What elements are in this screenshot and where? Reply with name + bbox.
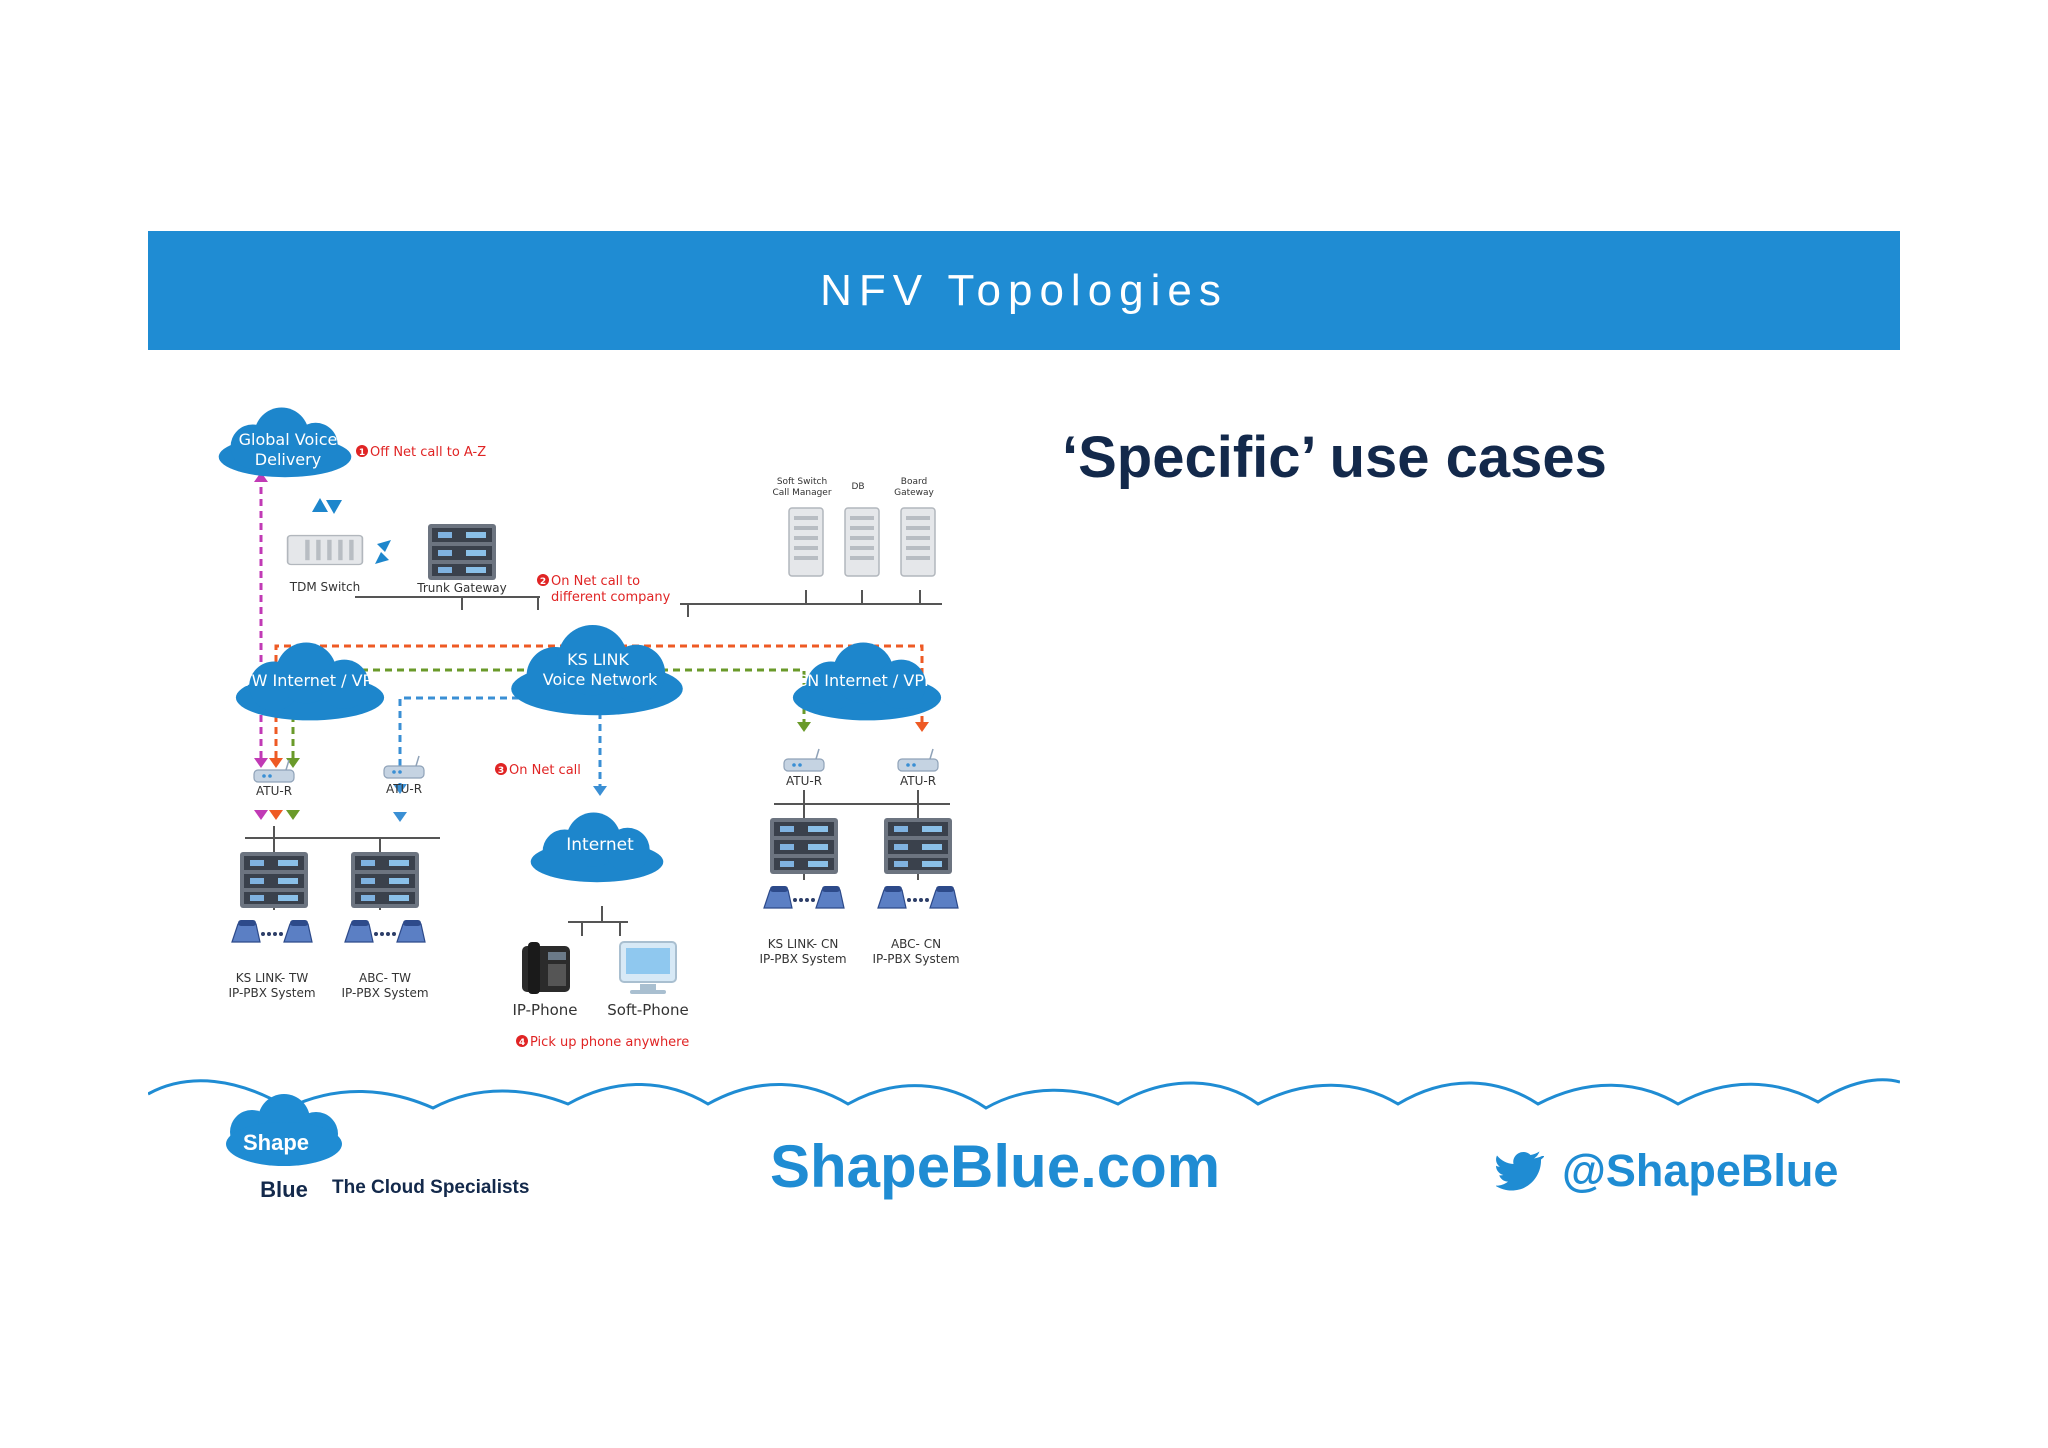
cn-cloud: CN Internet / VPN — [792, 642, 942, 721]
shapeblue-logo: Shape Blue — [226, 1094, 342, 1202]
svg-text:ATU-R: ATU-R — [386, 782, 422, 796]
on-net-diff-note-label-2: different company — [551, 590, 671, 605]
pbx-server-abc-tw — [351, 852, 419, 908]
ks-link-cloud: KS LINK Voice Network — [511, 625, 683, 716]
internet-path — [398, 696, 540, 790]
svg-text:4: 4 — [519, 1038, 525, 1048]
svg-text:ATU-R: ATU-R — [900, 774, 936, 788]
ks-link-tw-label-2: IP-PBX System — [228, 986, 315, 1000]
pbx-server-abc-cn — [884, 818, 952, 874]
atu-r-cn-1: ATU-R — [783, 748, 825, 788]
exchange-arrows — [312, 498, 391, 564]
website-link[interactable]: ShapeBlue.com — [770, 1133, 1221, 1200]
pbx-server-ks-tw — [240, 852, 308, 908]
ip-phone-device: IP-Phone — [512, 942, 578, 1019]
bus-lines — [245, 590, 950, 936]
phones-ks-cn — [764, 886, 844, 908]
phones-abc-tw — [345, 920, 425, 942]
internet-label: Internet — [566, 835, 634, 855]
off-net-note-label: Off Net call to A-Z — [370, 445, 486, 460]
note-on-net-diff: 2 On Net call to different company — [537, 574, 671, 605]
tw-cloud: TW Internet / VPN — [235, 642, 384, 721]
twitter-bird-icon — [1496, 1151, 1544, 1191]
svg-text:ATU-R: ATU-R — [256, 784, 292, 798]
trunk-gateway-label: Trunk Gateway — [416, 581, 506, 595]
pickup-note-label: Pick up phone anywhere — [530, 1035, 689, 1050]
svg-text:2: 2 — [540, 577, 546, 587]
on-net-note-label: On Net call — [509, 763, 581, 778]
note-off-net: 1 Off Net call to A-Z — [356, 445, 486, 460]
board-gateway-server: Board Gateway — [894, 477, 936, 577]
tdm-switch: TDM Switch — [286, 534, 364, 594]
soft-phone-device: Soft-Phone — [607, 941, 689, 1019]
title-banner: NFV Topologies — [148, 231, 1900, 350]
note-pickup: 4 Pick up phone anywhere — [516, 1035, 689, 1050]
ks-link-tw-label-1: KS LINK- TW — [236, 971, 309, 985]
soft-switch-server: Soft Switch Call Manager — [772, 477, 832, 577]
tagline: The Cloud Specialists — [332, 1177, 530, 1198]
abc-cn-label-2: IP-PBX System — [872, 952, 959, 966]
board-gateway-label-1: Board — [901, 477, 927, 487]
cloud-border-line — [148, 1078, 1900, 1110]
phones-abc-cn — [878, 886, 958, 908]
abc-cn-label-1: ABC- CN — [891, 937, 941, 951]
atu-r-cn-2: ATU-R — [897, 748, 939, 788]
global-voice-label-2: Delivery — [255, 450, 321, 469]
global-voice-label-1: Global Voice — [239, 430, 338, 449]
board-gateway-label-2: Gateway — [894, 488, 934, 498]
twitter-handle-block[interactable]: @ShapeBlue — [1496, 1141, 1838, 1201]
on-net-diff-note-label-1: On Net call to — [551, 574, 640, 589]
logo-text-shape: Shape — [243, 1130, 309, 1155]
svg-text:1: 1 — [359, 448, 365, 458]
abc-tw-label-2: IP-PBX System — [341, 986, 428, 1000]
tdm-switch-label: TDM Switch — [289, 580, 360, 594]
trunk-gateway: Trunk Gateway — [416, 524, 507, 595]
soft-switch-label-1: Soft Switch — [777, 477, 827, 487]
pbx-server-ks-cn — [770, 818, 838, 874]
twitter-handle: @ShapeBlue — [1562, 1145, 1839, 1196]
db-server: DB — [844, 482, 880, 577]
abc-tw-label-1: ABC- TW — [359, 971, 411, 985]
phones-ks-tw — [232, 920, 312, 942]
soft-phone-label: Soft-Phone — [607, 1001, 688, 1019]
path-arrows — [254, 472, 929, 822]
svg-text:ATU-R: ATU-R — [786, 774, 822, 788]
ks-link-cn-label-2: IP-PBX System — [759, 952, 846, 966]
tw-cloud-label: TW Internet / VPN — [241, 671, 384, 690]
internet-cloud: Internet — [530, 812, 664, 883]
ip-phone-label: IP-Phone — [512, 1001, 577, 1019]
ks-link-label-1: KS LINK — [567, 650, 629, 669]
slide-title: NFV Topologies — [820, 265, 1228, 315]
atu-r-tw-1: ATU-R — [253, 759, 295, 798]
svg-text:3: 3 — [498, 766, 504, 776]
db-label: DB — [851, 482, 864, 492]
ks-link-label-2: Voice Network — [543, 670, 658, 689]
soft-switch-label-2: Call Manager — [772, 488, 831, 498]
logo-text-blue: Blue — [260, 1177, 308, 1202]
note-on-net: 3 On Net call — [495, 763, 581, 778]
cn-cloud-label: CN Internet / VPN — [796, 671, 936, 690]
atu-r-tw-2: ATU-R — [383, 755, 425, 796]
ks-link-cn-label-1: KS LINK- CN — [768, 937, 839, 951]
global-voice-cloud: Global Voice Delivery — [218, 407, 352, 478]
slide-heading: ‘Specific’ use cases — [1062, 425, 1607, 490]
